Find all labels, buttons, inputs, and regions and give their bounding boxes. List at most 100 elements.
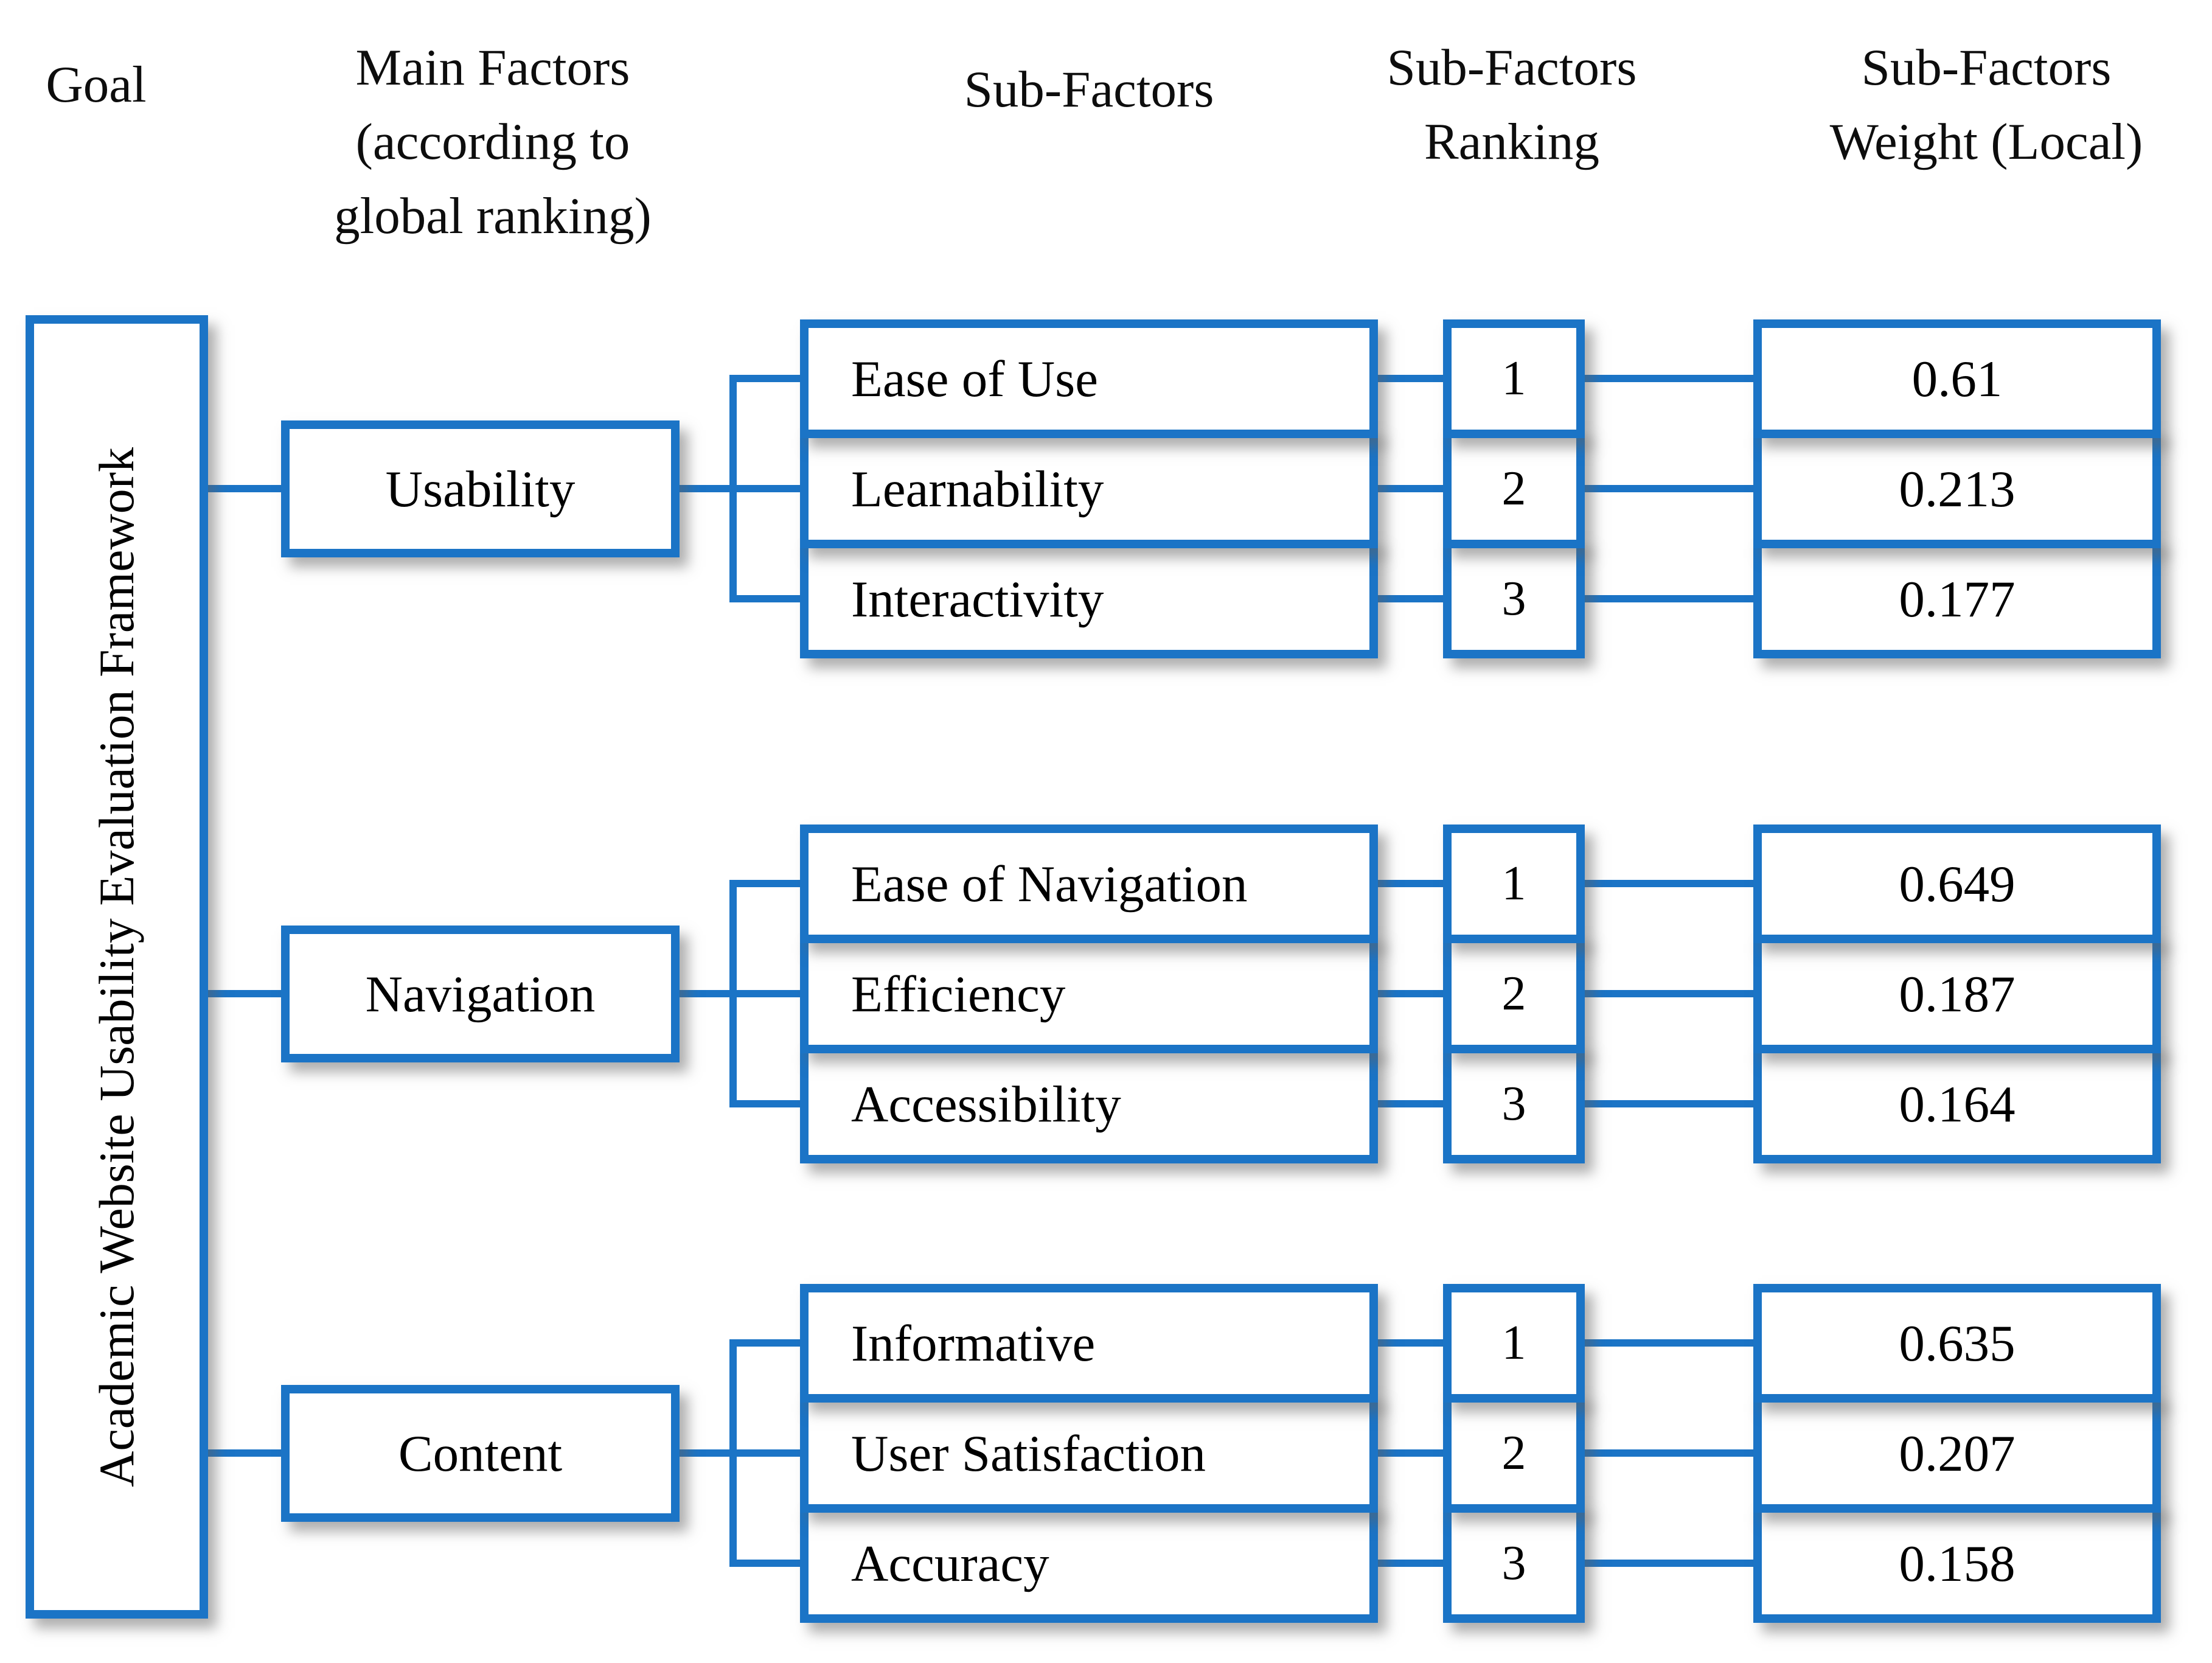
sub-factor-label: Interactivity <box>851 570 1104 628</box>
rank-value: 2 <box>1501 462 1526 515</box>
bracket-stub-line <box>729 375 804 382</box>
main-factor-label: Usability <box>385 460 576 518</box>
weight-value: 0.164 <box>1899 1075 2015 1133</box>
bracket-stub-line <box>729 1339 804 1347</box>
column-header-main-factors: Main Factors (according to global rankin… <box>334 39 652 245</box>
weight-value: 0.207 <box>1899 1424 2015 1482</box>
rank-value: 2 <box>1501 967 1526 1020</box>
rank-value: 3 <box>1501 572 1526 626</box>
rank-value: 3 <box>1501 1536 1526 1590</box>
weight-box: 0.61 <box>1753 319 2161 438</box>
sub-to-rank-connector-line <box>1370 1100 1448 1107</box>
goal-to-main-connector-line <box>204 1449 286 1457</box>
weight-value: 0.635 <box>1899 1314 2015 1372</box>
rank-value: 3 <box>1501 1077 1526 1131</box>
rank-value: 1 <box>1501 1316 1526 1370</box>
rank-to-weight-connector-line <box>1581 990 1758 997</box>
bracket-stub-line <box>729 880 804 887</box>
sub-factor-label: Accuracy <box>851 1535 1049 1592</box>
sub-to-rank-connector-line <box>1370 880 1448 887</box>
rank-box: 2 <box>1443 1394 1585 1513</box>
weight-box: 0.635 <box>1753 1284 2161 1403</box>
rank-box: 2 <box>1443 430 1585 548</box>
main-to-sub-connector-line <box>674 1449 800 1457</box>
rank-to-weight-connector-line <box>1581 375 1758 382</box>
bracket-stub-line <box>729 1560 804 1567</box>
main-to-sub-connector-line <box>674 990 800 997</box>
main-factor-box-content: Content <box>281 1385 680 1522</box>
weight-value: 0.187 <box>1899 965 2015 1023</box>
sub-factor-box: Ease of Navigation <box>800 825 1378 943</box>
sub-to-rank-connector-line <box>1370 485 1448 492</box>
weight-box: 0.177 <box>1753 540 2161 658</box>
column-header-sub-factors: Sub-Factors <box>964 61 1214 118</box>
sub-to-rank-connector-line <box>1370 595 1448 602</box>
rank-box: 3 <box>1443 540 1585 658</box>
main-factor-label: Navigation <box>365 965 596 1023</box>
sub-factor-label: Informative <box>851 1314 1096 1372</box>
sub-to-rank-connector-line <box>1370 1449 1448 1457</box>
weight-box: 0.158 <box>1753 1504 2161 1623</box>
rank-box: 1 <box>1443 319 1585 438</box>
weight-value: 0.213 <box>1899 460 2015 518</box>
column-header-sub-factors-ranking: Sub-Factors Ranking <box>1386 39 1637 170</box>
bracket-line <box>729 880 737 1107</box>
sub-to-rank-connector-line <box>1370 1560 1448 1567</box>
weight-value: 0.61 <box>1911 350 2003 408</box>
sub-factor-box: Informative <box>800 1284 1378 1403</box>
sub-to-rank-connector-line <box>1370 990 1448 997</box>
sub-factor-label: Ease of Navigation <box>851 855 1248 913</box>
rank-to-weight-connector-line <box>1581 1339 1758 1347</box>
bracket-line <box>729 1339 737 1567</box>
weight-value: 0.177 <box>1899 570 2015 628</box>
goal-label: Academic Website Usability Evaluation Fr… <box>89 447 144 1487</box>
rank-to-weight-connector-line <box>1581 1100 1758 1107</box>
sub-factor-label: User Satisfaction <box>851 1424 1206 1482</box>
rank-box: 3 <box>1443 1045 1585 1163</box>
rank-to-weight-connector-line <box>1581 880 1758 887</box>
rank-to-weight-connector-line <box>1581 595 1758 602</box>
rank-box: 1 <box>1443 825 1585 943</box>
rank-value: 1 <box>1501 857 1526 910</box>
sub-factor-label: Ease of Use <box>851 350 1098 408</box>
goal-to-main-connector-line <box>204 485 286 492</box>
rank-to-weight-connector-line <box>1581 1449 1758 1457</box>
weight-box: 0.187 <box>1753 935 2161 1053</box>
sub-factor-label: Learnability <box>851 460 1104 518</box>
main-factor-box-navigation: Navigation <box>281 926 680 1062</box>
sub-factor-box: Ease of Use <box>800 319 1378 438</box>
rank-value: 2 <box>1501 1426 1526 1480</box>
main-factor-box-usability: Usability <box>281 420 680 557</box>
rank-value: 1 <box>1501 352 1526 405</box>
rank-to-weight-connector-line <box>1581 1560 1758 1567</box>
weight-value: 0.649 <box>1899 855 2015 913</box>
bracket-line <box>729 375 737 602</box>
weight-box: 0.207 <box>1753 1394 2161 1513</box>
sub-factor-box: Interactivity <box>800 540 1378 658</box>
sub-to-rank-connector-line <box>1370 1339 1448 1347</box>
rank-box: 1 <box>1443 1284 1585 1403</box>
column-header-sub-factors-weight: Sub-Factors Weight (Local) <box>1829 39 2143 170</box>
main-factor-label: Content <box>398 1424 563 1482</box>
main-to-sub-connector-line <box>674 485 800 492</box>
sub-factor-box: Learnability <box>800 430 1378 548</box>
sub-factor-box: Accessibility <box>800 1045 1378 1163</box>
column-header-goal: Goal <box>46 56 147 113</box>
weight-box: 0.164 <box>1753 1045 2161 1163</box>
rank-box: 2 <box>1443 935 1585 1053</box>
sub-factor-label: Efficiency <box>851 965 1066 1023</box>
sub-to-rank-connector-line <box>1370 375 1448 382</box>
bracket-stub-line <box>729 1100 804 1107</box>
sub-factor-box: Accuracy <box>800 1504 1378 1623</box>
rank-to-weight-connector-line <box>1581 485 1758 492</box>
sub-factor-label: Accessibility <box>851 1075 1121 1133</box>
sub-factor-box: Efficiency <box>800 935 1378 1053</box>
weight-value: 0.158 <box>1899 1535 2015 1592</box>
goal-box: Academic Website Usability Evaluation Fr… <box>26 315 208 1619</box>
sub-factor-box: User Satisfaction <box>800 1394 1378 1513</box>
bracket-stub-line <box>729 595 804 602</box>
weight-box: 0.213 <box>1753 430 2161 548</box>
rank-box: 3 <box>1443 1504 1585 1623</box>
goal-to-main-connector-line <box>204 990 286 997</box>
